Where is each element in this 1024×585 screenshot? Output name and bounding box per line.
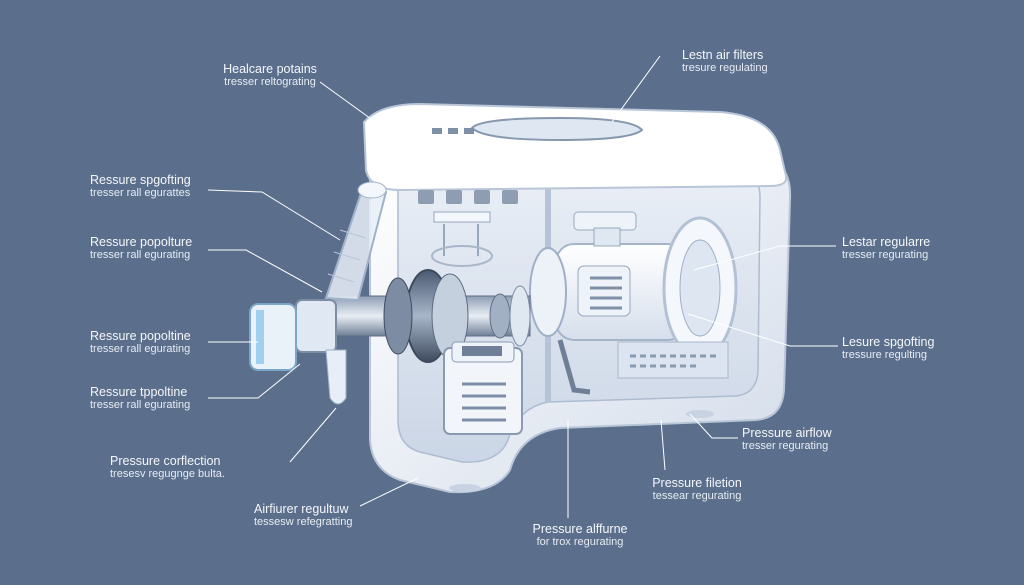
leader-line [660, 419, 666, 471]
lid-button-3 [464, 128, 474, 134]
leader-line [208, 363, 301, 399]
leader-line [208, 249, 323, 293]
callout-title: Ressure spgofting [90, 173, 191, 187]
callout-label: Pressure airflow tresser regurating [742, 426, 862, 453]
callout-label: Pressure corflection tresesv regugnge bu… [110, 454, 246, 481]
nozzle-collar [295, 299, 337, 353]
leader-line [611, 55, 661, 123]
callout-subtitle: tresser reltograting [224, 76, 316, 89]
callout-subtitle: for trox regurating [536, 536, 624, 549]
callout-subtitle: tresser rall egurating [90, 343, 191, 356]
leader-line [319, 81, 379, 125]
callout-label: Healcare potains tresser reltograting [208, 62, 332, 89]
top-lid [362, 102, 788, 192]
callout-title: Pressure airflow [742, 426, 832, 440]
leader-line [359, 477, 419, 507]
callout-subtitle: tresser rall egurating [90, 249, 191, 262]
leader-line [289, 407, 337, 463]
callout-subtitle: tresser regurating [742, 440, 829, 453]
callout-subtitle: tessear regurating [652, 490, 742, 503]
inlet-assembly [249, 181, 388, 405]
callout-label: Pressure alffurne for trox regurating [512, 522, 648, 549]
callout-subtitle: tresesv regugnge bulta. [110, 468, 225, 481]
callout-label: Airfiurer regultuw tessesw refegratting [254, 502, 384, 529]
lid-button-1 [432, 128, 442, 134]
callout-title: Pressure alffurne [532, 522, 628, 536]
callout-label: Pressure filetion tessear regurating [634, 476, 760, 503]
callout-label: Lestn air filters tresure regulating [682, 48, 812, 75]
leader-lines [207, 55, 838, 518]
leader-line [207, 189, 341, 241]
callout-title: Airfiurer regultuw [254, 502, 349, 516]
leader-line [693, 245, 836, 271]
control-box [443, 341, 523, 435]
drive-shaft [329, 269, 531, 363]
callout-label: Ressure tppoltine tresser rall egurating [90, 385, 210, 412]
callout-subtitle: tresser rall egurating [90, 399, 191, 412]
callout-label: Ressure popolture tresser rall egurating [90, 235, 210, 262]
callout-subtitle: tessesw refegratting [254, 516, 353, 529]
lid-button-2 [448, 128, 458, 134]
callout-subtitle: tressure regulting [842, 349, 927, 362]
callout-label: Ressure spgofting tresser rall egurattes [90, 173, 210, 200]
callout-title: Healcare potains [223, 62, 317, 76]
callout-label: Lestar regularre tresser regurating [842, 235, 952, 262]
callout-title: Lestn air filters [682, 48, 764, 62]
callout-title: Lesure spgofting [842, 335, 935, 349]
callout-label: Ressure popoltine tresser rall egurating [90, 329, 210, 356]
leader-line [687, 313, 838, 347]
callout-subtitle: tresure regulating [682, 62, 768, 75]
callout-title: Ressure tppoltine [90, 385, 188, 399]
top-fitting [573, 211, 637, 231]
callout-title: Pressure filetion [652, 476, 742, 490]
callout-subtitle: tresser regurating [842, 249, 929, 262]
callout-label: Lesure spgofting tressure regulting [842, 335, 952, 362]
callout-title: Pressure corflection [110, 454, 221, 468]
callout-title: Ressure popoltine [90, 329, 191, 343]
foot-front [449, 484, 481, 492]
leader-line [689, 413, 738, 439]
callout-title: Lestar regularre [842, 235, 931, 249]
lid-grip [470, 116, 644, 142]
foot-back [686, 410, 714, 418]
callout-title: Ressure popolture [90, 235, 193, 249]
callout-subtitle: tresser rall egurattes [90, 187, 191, 200]
